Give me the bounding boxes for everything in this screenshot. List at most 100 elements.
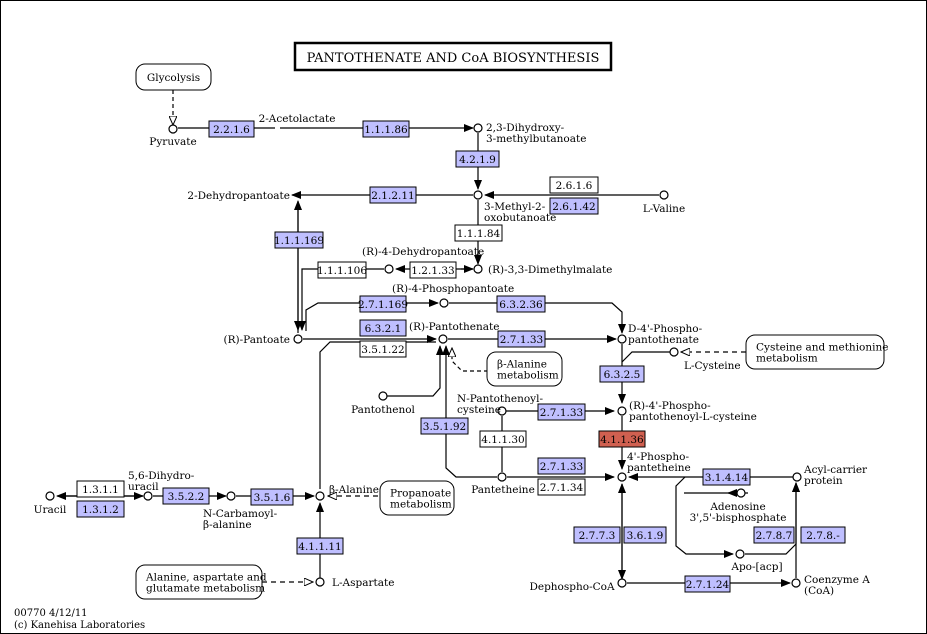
- compound-node-dihydroxy[interactable]: [473, 123, 483, 133]
- enzyme-e2773[interactable]: 2.7.7.3: [573, 526, 621, 544]
- compound-node-phosphopantetheine[interactable]: [617, 472, 627, 482]
- enzyme-e6321[interactable]: 6.3.2.1: [359, 319, 407, 337]
- enzyme-label: 6.3.2.1: [365, 323, 402, 335]
- compound-node-valine[interactable]: [659, 190, 669, 200]
- compound-label-pantoate: (R)-Pantoate: [224, 334, 291, 346]
- enzyme-e21211[interactable]: 2.1.2.11: [369, 186, 417, 204]
- compound-node-dephospho[interactable]: [617, 578, 627, 588]
- enzyme-label: 3.5.1.6: [254, 492, 291, 504]
- compound-label-dephospho: Dephospho-CoA: [529, 581, 615, 593]
- compound-node-phosphocysteine[interactable]: [617, 406, 627, 416]
- enzyme-e35122[interactable]: 3.5.1.22: [359, 340, 407, 358]
- enzyme-label: 2.7.1.24: [686, 579, 730, 591]
- compound-node-r4dehydro[interactable]: [384, 264, 394, 274]
- enzyme-e11184[interactable]: 1.1.1.84: [454, 224, 503, 242]
- enzyme-e3522[interactable]: 3.5.2.2: [162, 487, 210, 505]
- map-link-text: Cysteine and methionine: [756, 342, 888, 354]
- compound-node-cysteine[interactable]: [669, 347, 679, 357]
- compound-node-d4phospho[interactable]: [617, 334, 627, 344]
- map-link-text: glutamate metabolism: [146, 583, 265, 595]
- enzyme-e278[interactable]: 2.7.8.-: [800, 526, 846, 544]
- enzyme-e1312[interactable]: 1.3.1.2: [76, 500, 125, 518]
- compound-node-dimethylmalate[interactable]: [473, 264, 483, 274]
- enzyme-label: 2.7.1.34: [540, 482, 584, 494]
- enzyme-label: 2.7.1.33: [500, 334, 543, 346]
- enzyme-e41111[interactable]: 4.1.1.11: [296, 537, 344, 555]
- enzyme-e111106[interactable]: 1.1.1.106: [317, 261, 367, 279]
- compound-node-uracil[interactable]: [45, 491, 55, 501]
- compound-node-adenosine[interactable]: [736, 488, 746, 498]
- compound-label-carbamoyl: N-Carbamoyl-: [203, 508, 278, 520]
- enzyme-e3619[interactable]: 3.6.1.9: [623, 526, 667, 544]
- compound-node-balanine[interactable]: [315, 491, 325, 501]
- compound-node-pantetheine[interactable]: [497, 472, 507, 482]
- enzyme-e4219[interactable]: 4.2.1.9: [455, 150, 500, 168]
- enzyme-label: 3.5.1.92: [423, 421, 466, 433]
- compound-label-dihydrouracil: uracil: [128, 481, 159, 493]
- compound-node-pantothenol[interactable]: [378, 391, 388, 401]
- enzyme-e31414[interactable]: 3.1.4.14: [702, 468, 751, 486]
- compound-node-apoacp[interactable]: [735, 549, 745, 559]
- enzyme-e27133c[interactable]: 2.7.1.33: [537, 457, 586, 475]
- compound-node-coa[interactable]: [791, 578, 801, 588]
- enzyme-e6325[interactable]: 6.3.2.5: [599, 365, 645, 383]
- compound-node-pantothenate[interactable]: [438, 334, 448, 344]
- svg-text:PANTOTHENATE AND CoA BIOSYNTHE: PANTOTHENATE AND CoA BIOSYNTHESIS: [307, 51, 600, 66]
- compound-label-coa: Coenzyme A: [804, 574, 870, 586]
- enzyme-label: 4.1.1.36: [600, 434, 644, 446]
- enzyme-label: 1.3.1.2: [82, 504, 119, 516]
- compound-label-r4dehydro: (R)-4-Dehydropantoate: [362, 246, 484, 258]
- compound-label-d4phospho: pantothenate: [628, 334, 699, 346]
- enzyme-e35192[interactable]: 3.5.1.92: [420, 417, 469, 435]
- compound-node-pyruvate[interactable]: [168, 124, 178, 134]
- enzyme-label: 3.5.2.2: [168, 491, 205, 503]
- compound-label-acetolactate: 2-Acetolactate: [259, 113, 336, 125]
- enzyme-e27133a[interactable]: 2.7.1.33: [497, 330, 546, 348]
- enzyme-label: 3.5.1.22: [361, 344, 404, 356]
- compound-node-methyloxo[interactable]: [473, 190, 483, 200]
- enzyme-e27134[interactable]: 2.7.1.34: [537, 478, 586, 496]
- compound-node-acp[interactable]: [792, 472, 802, 482]
- compound-node-dihydrouracil[interactable]: [143, 491, 153, 501]
- enzyme-e11186[interactable]: 1.1.1.86: [362, 120, 410, 138]
- enzyme-e27133b[interactable]: 2.7.1.33: [537, 403, 586, 421]
- compound-node-carbamoyl[interactable]: [226, 491, 236, 501]
- enzyme-e41130[interactable]: 4.1.1.30: [479, 430, 527, 448]
- enzyme-label: 1.1.1.86: [364, 124, 408, 136]
- map-link-glycolysis[interactable]: Glycolysis: [135, 63, 212, 91]
- enzyme-e26142[interactable]: 2.6.1.42: [549, 197, 599, 215]
- enzyme-e2787[interactable]: 2.7.8.7: [753, 526, 795, 544]
- compound-label-phosphopantetheine: 4'-Phospho-: [627, 451, 689, 463]
- enzyme-e271169[interactable]: 2.7.1.169: [358, 295, 408, 313]
- enzyme-e111169[interactable]: 1.1.1.169: [274, 231, 324, 249]
- enzyme-label: 2.7.8.7: [756, 530, 793, 542]
- enzyme-e27124[interactable]: 2.7.1.24: [684, 575, 731, 593]
- compound-label-d4phospho: D-4'-Phospho-: [628, 323, 703, 335]
- enzyme-label: 1.1.1.106: [317, 265, 367, 277]
- map-link-text: Glycolysis: [147, 72, 200, 84]
- enzyme-e2616[interactable]: 2.6.1.6: [549, 176, 599, 194]
- enzyme-label: 3.1.4.14: [705, 472, 749, 484]
- compound-node-aspartate[interactable]: [315, 577, 325, 587]
- compound-label-acp: protein: [804, 475, 843, 487]
- enzyme-label: 2.6.1.42: [552, 201, 595, 213]
- enzyme-e3516[interactable]: 3.5.1.6: [250, 488, 294, 506]
- compound-node-pantoate[interactable]: [293, 334, 303, 344]
- compound-label-dihydroxy: 3-methylbutanoate: [486, 133, 586, 145]
- compound-label-dihydrouracil: 5,6-Dihydro-: [128, 470, 195, 482]
- compound-node-r4phospho[interactable]: [439, 298, 449, 308]
- map-link-text: Propanoate: [390, 488, 451, 500]
- compound-label-aspartate: L-Aspartate: [332, 577, 394, 589]
- compound-label-pantothenate: (R)-Pantothenate: [409, 321, 499, 333]
- enzyme-e1311[interactable]: 1.3.1.1: [76, 480, 125, 498]
- compound-label-phosphocysteine: (R)-4'-Phospho-: [629, 400, 711, 412]
- enzyme-e12133[interactable]: 1.2.1.33: [409, 261, 457, 279]
- enzyme-e63236[interactable]: 6.3.2.36: [496, 295, 546, 313]
- compound-node-npantothenoyl[interactable]: [497, 406, 507, 416]
- enzyme-e2216[interactable]: 2.2.1.6: [208, 120, 255, 138]
- enzyme-e41136[interactable]: 4.1.1.36: [598, 430, 646, 448]
